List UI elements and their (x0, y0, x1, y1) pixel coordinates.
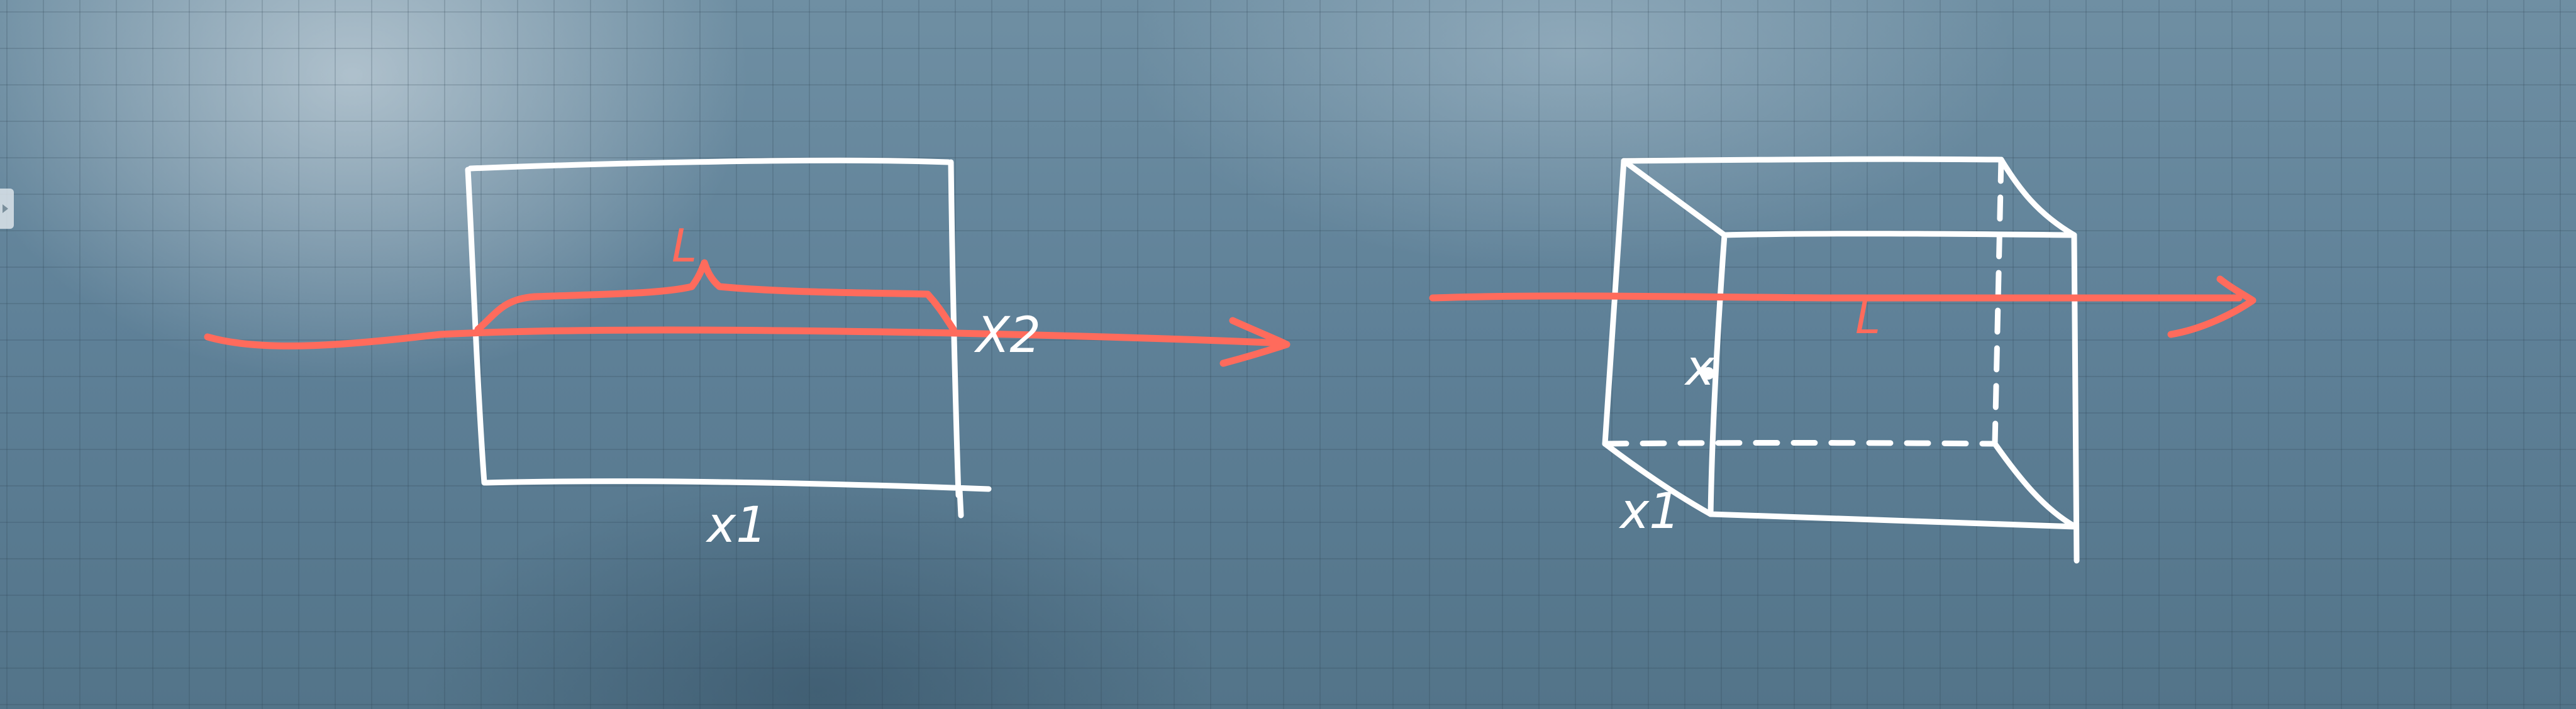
left-x2-label: X2 (974, 307, 1041, 364)
left-figure: L X2 x1 (204, 157, 1291, 554)
right-axis-arrowhead (2167, 275, 2257, 338)
right-x-label: x (1684, 340, 1715, 397)
prism-hidden-edges (1602, 157, 2004, 447)
left-x1-label: x1 (705, 497, 767, 554)
prism-front-face (1707, 231, 2080, 564)
right-figure: x L x1 (1429, 156, 2257, 564)
left-length-brace (474, 259, 957, 333)
right-x1-label: x1 (1618, 483, 1680, 540)
left-axis-arrowhead (1219, 317, 1291, 367)
left-rectangle (465, 157, 992, 519)
prism-depth-edges (1602, 157, 2079, 530)
right-length-label: L (1855, 291, 1880, 344)
prism-back-face (1602, 156, 2004, 447)
left-axis-line (204, 326, 1287, 349)
right-axis-line (1429, 292, 2243, 302)
left-length-label: L (672, 219, 697, 272)
prism-marked-point (1702, 367, 1714, 380)
side-panel-toggle[interactable] (0, 189, 14, 229)
